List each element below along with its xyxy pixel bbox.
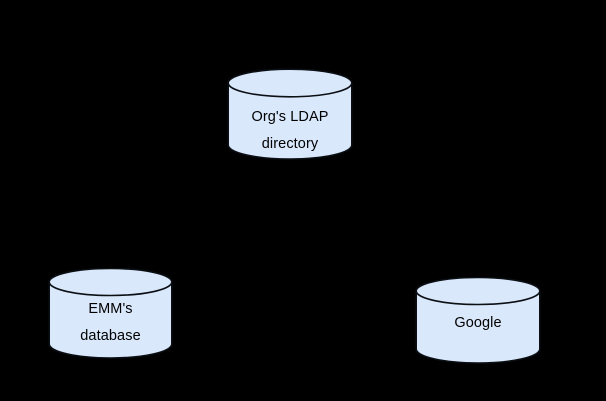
database-node-orgs-ldap-directory[interactable]: Org's LDAP directory <box>227 68 353 160</box>
database-node-emms-database[interactable]: EMM's database <box>48 268 173 360</box>
cylinder-shape-emm <box>48 268 173 359</box>
database-node-google[interactable]: Google <box>415 277 541 365</box>
cylinder-shape-google <box>415 277 541 364</box>
cylinder-shape-ldap <box>227 68 353 160</box>
